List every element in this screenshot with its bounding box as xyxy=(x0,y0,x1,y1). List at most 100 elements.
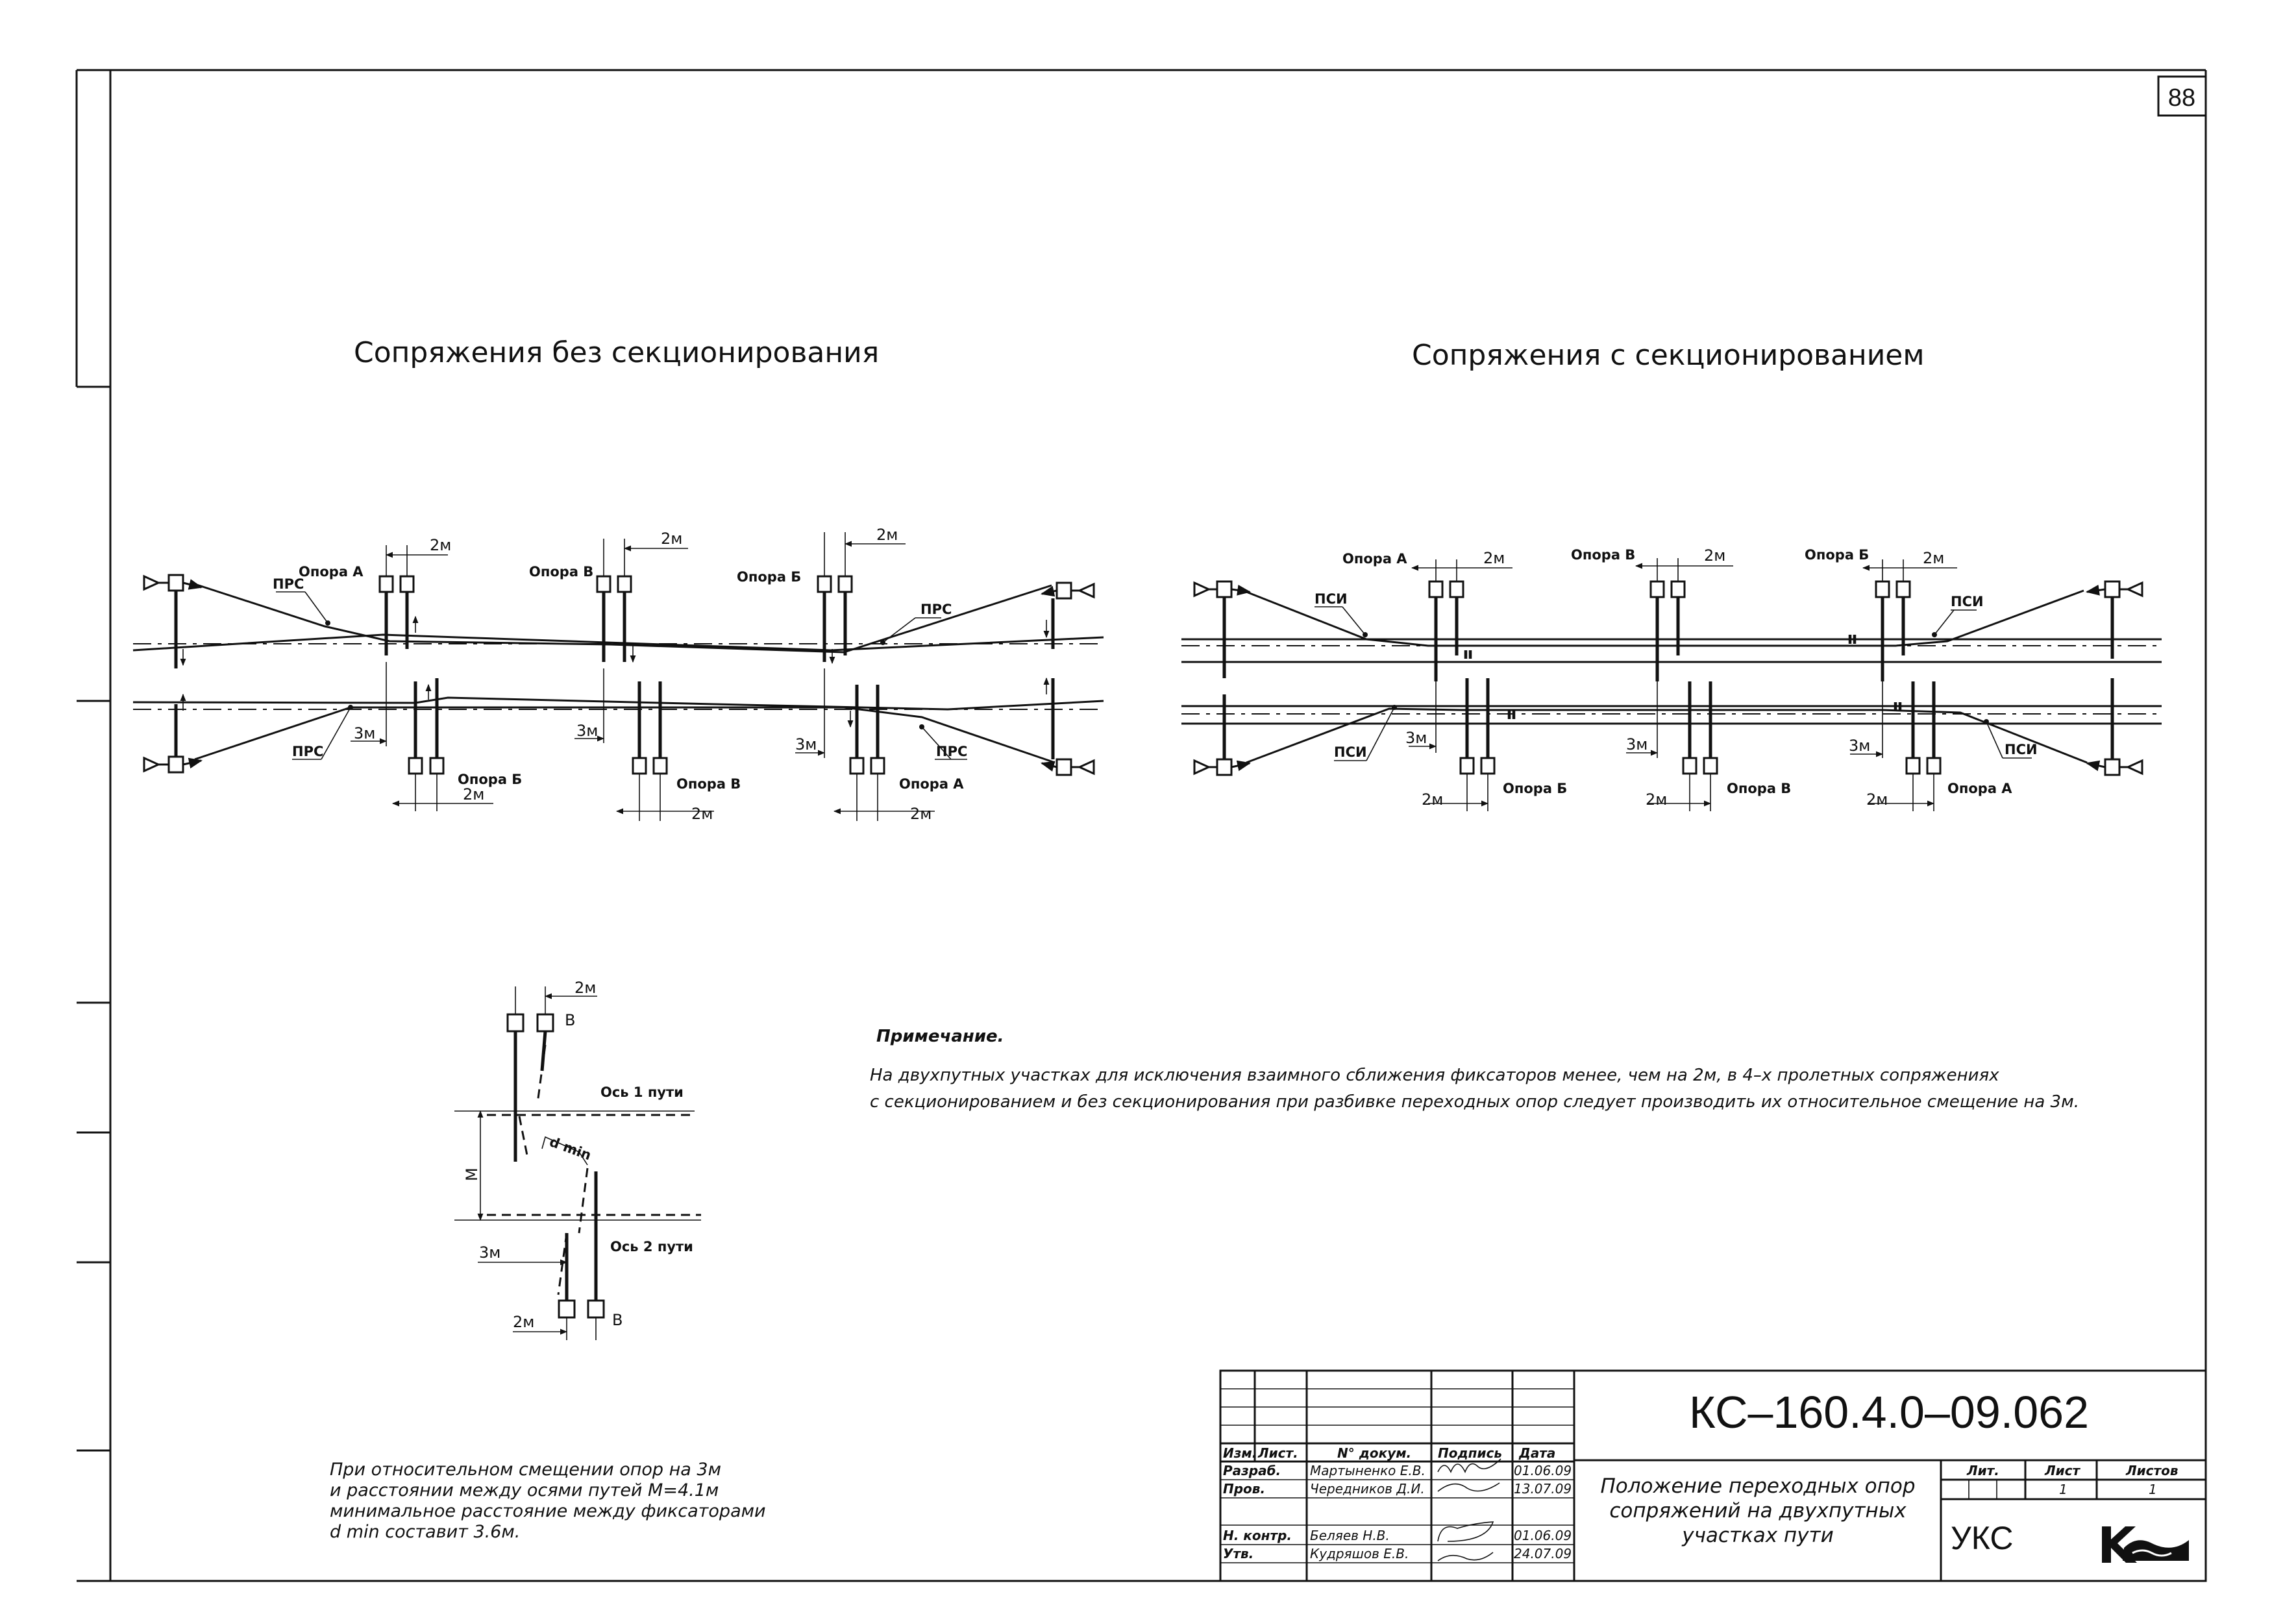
dim-2m-lower-a: 2м xyxy=(910,805,932,823)
label-support-lower-b: Опора Б xyxy=(458,772,522,787)
contact-wire-lower-right xyxy=(1246,707,2088,764)
label-r-support-upper-b: Опора Б xyxy=(1805,547,1869,563)
detail-label-dmin: d min xyxy=(547,1134,593,1163)
stamp-role-3: Н. контр. xyxy=(1223,1528,1292,1543)
label-r-support-lower-b: Опора Б xyxy=(1503,781,1567,796)
label-r-support-lower-v: Опора В xyxy=(1727,781,1791,796)
detail-dim-2m-bottom: 2м xyxy=(513,1313,534,1331)
dim-2m-upper-v: 2м xyxy=(661,530,682,548)
insulator-psi-leaders xyxy=(1315,606,2032,761)
dim-r-3m-mid: 3м xyxy=(1626,735,1648,753)
dim-r-2m-lower-v: 2м xyxy=(1646,790,1667,809)
page-number-box: 88 xyxy=(2157,75,2207,117)
dim-3m-right: 3м xyxy=(795,735,817,753)
organization: УКС xyxy=(1951,1520,2013,1556)
support-pair-upper-a xyxy=(378,545,448,655)
contact-wire-upper-b xyxy=(194,583,1052,654)
stamp-name-1: Чередников Д.И. xyxy=(1310,1481,1425,1497)
detail-diagram: 2м В Ось 1 пути Ось 2 пути M d min 3м 2м… xyxy=(454,979,701,1340)
detail-dim-2m-top: 2м xyxy=(574,979,596,997)
support-pair-upper-v xyxy=(596,539,688,662)
label-support-lower-v: Опора В xyxy=(676,776,741,792)
registration-arrows xyxy=(180,615,1050,728)
dim-r-2m-lower-a: 2м xyxy=(1866,790,1888,809)
page-number: 88 xyxy=(2168,84,2195,112)
lit-label: Лит. xyxy=(1966,1463,1999,1478)
support-pair-upper-b xyxy=(817,532,906,662)
stamp-name-3: Беляев Н.В. xyxy=(1310,1528,1390,1543)
stamp-name-4: Кудряшов Е.В. xyxy=(1310,1546,1409,1561)
support-pair-r-upper-b xyxy=(1862,559,1957,681)
caption-line-2: и расстоянии между осями путей M=4.1м xyxy=(330,1480,719,1500)
label-support-upper-a: Опора А xyxy=(299,564,364,580)
support-pair-lower-a xyxy=(833,685,935,821)
stamp-role-4: Утв. xyxy=(1223,1546,1253,1561)
label-r-support-upper-v: Опора В xyxy=(1571,547,1635,563)
stamp-role-1: Пров. xyxy=(1223,1481,1265,1497)
stamp-header-doc: N° докум. xyxy=(1337,1445,1411,1461)
stamp-header-date: Дата xyxy=(1518,1445,1555,1461)
caption-line-1: При относительном смещении опор на 3м xyxy=(330,1460,721,1480)
dim-r-2m-upper-b: 2м xyxy=(1923,549,1944,567)
insulator-label-4: ПРС xyxy=(936,744,967,759)
company-logo: К xyxy=(2102,1526,2189,1563)
anchor-right-diagram-lu xyxy=(1193,580,1252,678)
stamp-header-izm: Изм. xyxy=(1223,1445,1257,1461)
label-support-lower-a: Опора А xyxy=(899,776,964,792)
insulator-label-2: ПРС xyxy=(920,602,952,617)
caption-line-3: минимальное расстояние между фиксаторами xyxy=(330,1501,766,1521)
dim-3m-left: 3м xyxy=(354,724,375,742)
detail-axis-1: Ось 1 пути xyxy=(600,1084,684,1100)
support-pair-r-upper-a xyxy=(1411,559,1512,681)
anchor-left-upper xyxy=(143,574,203,668)
stamp-date-4: 24.07.09 xyxy=(1514,1546,1572,1561)
dim-2m-upper-b: 2м xyxy=(876,526,898,544)
dim-r-3m-left: 3м xyxy=(1405,729,1427,747)
dim-2m-upper-a: 2м xyxy=(430,536,451,554)
left-overlap-diagram: Опора А Опора В Опора Б Опора Б Опора В … xyxy=(132,526,1104,823)
right-overlap-diagram: Опора А Опора В Опора Б Опора Б Опора В … xyxy=(1181,546,2162,811)
signatures xyxy=(1437,1458,1501,1561)
insulator-label-3: ПРС xyxy=(292,744,323,759)
sheet-label: Лист xyxy=(2044,1463,2080,1478)
insulator-label-1: ПРС xyxy=(273,576,304,592)
stamp-header-sign: Подпись xyxy=(1438,1445,1502,1461)
dim-3m-mid: 3м xyxy=(576,722,598,740)
insulator-r-label-3: ПСИ xyxy=(1334,744,1367,760)
note-line-1: На двухпутных участках для исключения вз… xyxy=(870,1066,1999,1085)
dim-2m-lower-v: 2м xyxy=(691,805,713,823)
description-line-1: Положение переходных опор xyxy=(1600,1475,1915,1498)
offset-3m-dims-right xyxy=(1409,681,1884,758)
stamp-date-3: 01.06.09 xyxy=(1514,1528,1572,1543)
label-r-support-upper-a: Опора А xyxy=(1342,551,1407,567)
stamp-role-0: Разраб. xyxy=(1223,1463,1281,1478)
title-block: Изм. Лист. N° докум. Подпись Дата Разраб… xyxy=(1219,1369,2207,1582)
description-line-3: участках пути xyxy=(1681,1524,1834,1547)
contact-wire-upper-right xyxy=(1246,589,2084,647)
anchor-right-diagram-rl xyxy=(2085,678,2143,776)
stamp-date-0: 01.06.09 xyxy=(1514,1463,1572,1478)
dim-r-2m-lower-b: 2м xyxy=(1422,790,1443,809)
anchor-right-upper xyxy=(1040,581,1095,649)
caption-line-4: d min составит 3.6м. xyxy=(330,1522,520,1542)
description-line-2: сопряжений на двухпутных xyxy=(1609,1499,1907,1523)
support-pair-lower-v xyxy=(615,681,714,821)
insulator-prs-leaders xyxy=(276,591,967,760)
left-diagram-title: Сопряжения без секционирования xyxy=(354,336,879,369)
contact-wire-upper-a xyxy=(132,633,1104,652)
stamp-name-0: Мартыненко Е.В. xyxy=(1310,1463,1426,1478)
anchor-right-diagram-ll xyxy=(1193,694,1252,776)
note-heading: Примечание. xyxy=(876,1027,1004,1046)
sheets-label: Листов xyxy=(2125,1463,2178,1478)
sheet-value: 1 xyxy=(2059,1482,2068,1497)
anchor-right-diagram-ru xyxy=(2085,580,2143,659)
caption-block: При относительном смещении опор на 3м и … xyxy=(330,1460,766,1542)
document-code: КС–160.4.0–09.062 xyxy=(1689,1387,2089,1438)
anchor-left-lower xyxy=(143,704,203,774)
stamp-date-1: 13.07.09 xyxy=(1514,1481,1572,1497)
detail-label-v-bottom: В xyxy=(612,1311,623,1329)
contact-wire-lower-a xyxy=(132,696,1104,711)
dim-r-2m-upper-a: 2м xyxy=(1483,549,1505,567)
detail-label-m: M xyxy=(463,1168,481,1181)
